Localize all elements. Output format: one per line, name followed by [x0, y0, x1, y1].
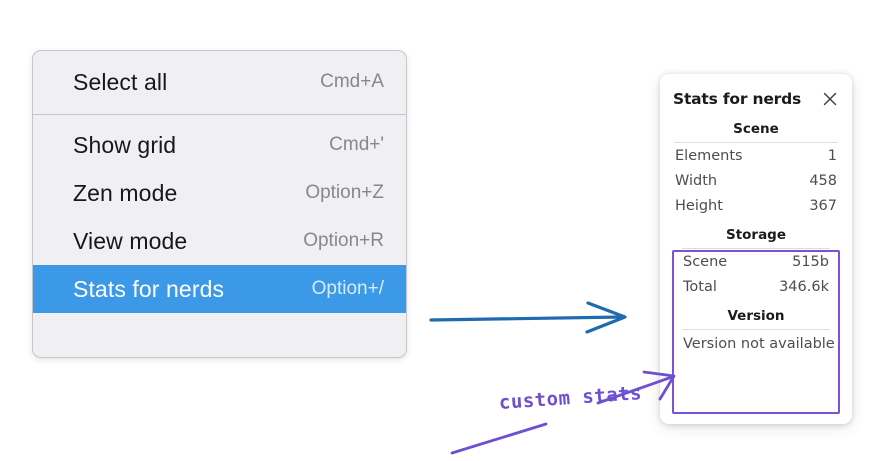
- section-heading-version: Version: [727, 308, 785, 324]
- menu-bottom-padding: [33, 313, 406, 331]
- stat-key: Elements: [675, 148, 743, 164]
- close-icon[interactable]: [821, 90, 839, 108]
- divider: [682, 329, 830, 330]
- stat-row-storage-total: Total 346.6k: [680, 274, 832, 299]
- menu-item-stats-for-nerds[interactable]: Stats for nerds Option+/: [33, 265, 406, 313]
- purple-underline: [450, 422, 548, 455]
- panel-header: Stats for nerds: [672, 86, 840, 112]
- menu-item-shortcut: Option+/: [311, 278, 384, 299]
- section-heading-scene: Scene: [733, 121, 779, 137]
- menu-group-1: Select all Cmd+A: [33, 51, 406, 115]
- stat-value: 458: [809, 173, 837, 189]
- blue-arrow: [429, 301, 627, 334]
- stat-key: Width: [675, 173, 718, 189]
- menu-item-zen-mode[interactable]: Zen mode Option+Z: [33, 169, 406, 217]
- stat-key: Scene: [683, 254, 728, 270]
- stat-row-storage-scene: Scene 515b: [680, 249, 832, 274]
- page-title: Stats for nerds: [673, 90, 802, 108]
- menu-item-shortcut: Cmd+A: [320, 71, 384, 92]
- section-storage: Storage Scene 515b Total 346.6k: [680, 218, 832, 299]
- stat-value: 346.6k: [779, 279, 829, 295]
- menu-item-show-grid[interactable]: Show grid Cmd+': [33, 121, 406, 169]
- context-menu: Select all Cmd+A Show grid Cmd+' Zen mod…: [32, 50, 407, 358]
- menu-item-label: View mode: [73, 227, 188, 254]
- menu-item-shortcut: Option+Z: [305, 182, 384, 203]
- divider: [682, 248, 830, 249]
- stat-row-height: Height 367: [672, 193, 840, 218]
- menu-item-label: Show grid: [73, 131, 177, 158]
- menu-item-shortcut: Cmd+': [329, 134, 384, 155]
- stat-key: Height: [675, 198, 723, 214]
- section-heading-storage: Storage: [725, 227, 787, 243]
- stat-row-width: Width 458: [672, 168, 840, 193]
- menu-item-select-all[interactable]: Select all Cmd+A: [33, 58, 406, 106]
- stat-row-elements: Elements 1: [672, 143, 840, 168]
- stat-value: 1: [827, 148, 837, 164]
- menu-item-label: Stats for nerds: [73, 275, 225, 302]
- stats-for-nerds-panel: Stats for nerds Scene Elements 1 Width 4…: [660, 74, 852, 424]
- custom-stats-region: Storage Scene 515b Total 346.6k Version …: [672, 218, 840, 356]
- divider: [674, 142, 838, 143]
- menu-item-label: Select all: [73, 68, 168, 95]
- stat-value: 367: [809, 198, 837, 214]
- section-version: Version Version not available: [680, 299, 835, 356]
- menu-group-2: Show grid Cmd+' Zen mode Option+Z View m…: [33, 115, 406, 331]
- version-value: Version not available: [683, 336, 835, 352]
- stat-key: Total: [683, 279, 717, 295]
- menu-item-shortcut: Option+R: [303, 230, 384, 251]
- menu-item-label: Zen mode: [73, 179, 178, 206]
- annotation-label: custom stats: [498, 382, 643, 414]
- stat-value: 515b: [792, 254, 829, 270]
- section-scene: Scene Elements 1 Width 458 Height 367: [672, 112, 840, 218]
- menu-item-view-mode[interactable]: View mode Option+R: [33, 217, 406, 265]
